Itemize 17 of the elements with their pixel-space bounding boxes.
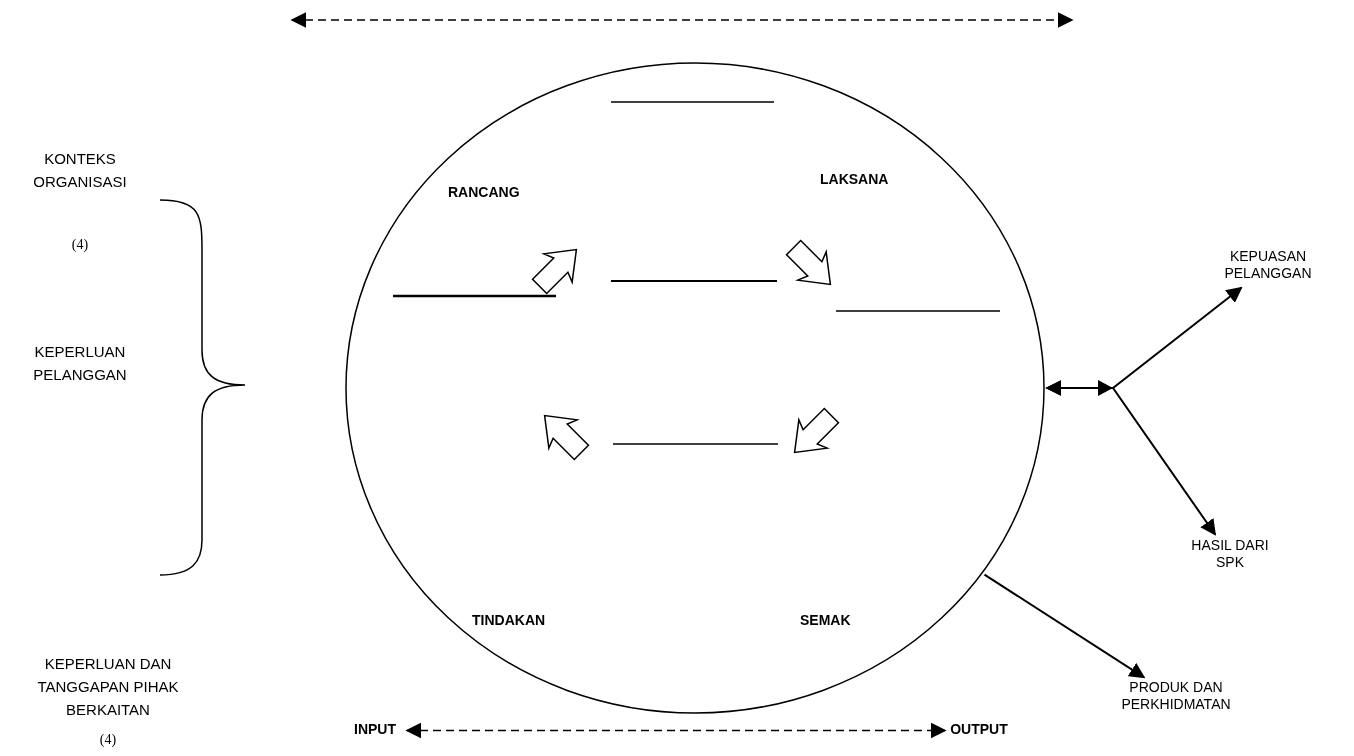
stage-label: TINDAKAN: [472, 612, 546, 629]
arrow: [983, 573, 1146, 679]
flow-label: INPUT: [353, 721, 397, 738]
reference-number: (4): [70, 236, 90, 254]
context-label: KONTEKS ORGANISASI: [32, 149, 128, 192]
reference-number: (4): [98, 731, 118, 749]
flow-label: OUTPUT: [949, 721, 1009, 738]
output-label: PRODUK DAN PERKHIDMATAN: [1120, 679, 1232, 713]
context-label: KEPERLUAN DAN TANGGAPAN PIHAK BERKAITAN: [36, 654, 180, 720]
stage-label: SEMAK: [800, 612, 851, 629]
output-label: HASIL DARI SPK: [1190, 537, 1270, 571]
stage-label: RANCANG: [448, 184, 520, 201]
arrow: [1045, 380, 1217, 536]
stage-label: LAKSANA: [820, 171, 889, 188]
output-label: KEPUASAN PELANGGAN: [1223, 248, 1313, 282]
arrow: [405, 722, 947, 739]
context-label: KEPERLUAN PELANGGAN: [32, 342, 128, 385]
